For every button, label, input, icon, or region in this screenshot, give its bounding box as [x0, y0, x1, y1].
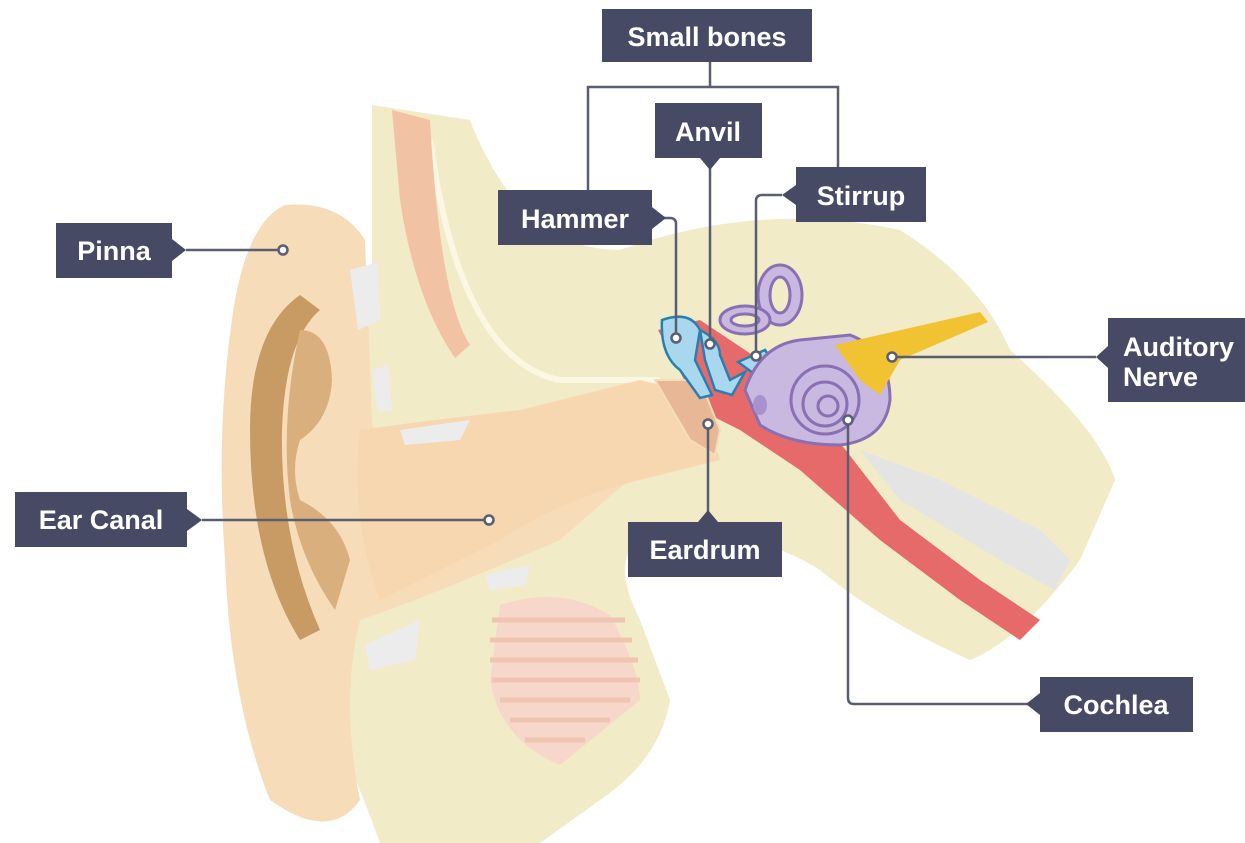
ear-canal-dot: [485, 516, 494, 525]
label-small-bones-text: Small bones: [627, 22, 786, 52]
label-auditory-nerve-line1: Auditory: [1123, 332, 1234, 362]
hammer-dot: [672, 334, 681, 343]
label-anvil: Anvil: [655, 103, 762, 170]
label-auditory-nerve-line2: Nerve: [1123, 362, 1198, 392]
label-eardrum-text: Eardrum: [649, 535, 760, 565]
label-ear-canal: Ear Canal: [15, 492, 202, 547]
label-stirrup: Stirrup: [782, 167, 926, 222]
label-stirrup-text: Stirrup: [817, 181, 906, 211]
label-small-bones: Small bones: [602, 9, 812, 62]
label-pinna: Pinna: [56, 223, 186, 278]
label-cochlea-text: Cochlea: [1063, 690, 1169, 720]
label-anvil-text: Anvil: [675, 117, 741, 147]
label-cochlea: Cochlea: [1026, 677, 1193, 732]
anvil-dot: [706, 340, 715, 349]
pinna-dot: [279, 246, 288, 255]
cochlea-dot: [844, 416, 853, 425]
label-hammer: Hammer: [498, 190, 666, 245]
label-hammer-text: Hammer: [521, 204, 630, 234]
ear-illustration: [222, 105, 1115, 843]
label-auditory-nerve: Auditory Nerve: [1096, 318, 1245, 402]
stirrup-dot: [752, 352, 761, 361]
auditory-nerve-dot: [888, 353, 897, 362]
eardrum-dot: [704, 420, 713, 429]
label-ear-canal-text: Ear Canal: [39, 505, 164, 535]
label-pinna-text: Pinna: [77, 236, 151, 266]
